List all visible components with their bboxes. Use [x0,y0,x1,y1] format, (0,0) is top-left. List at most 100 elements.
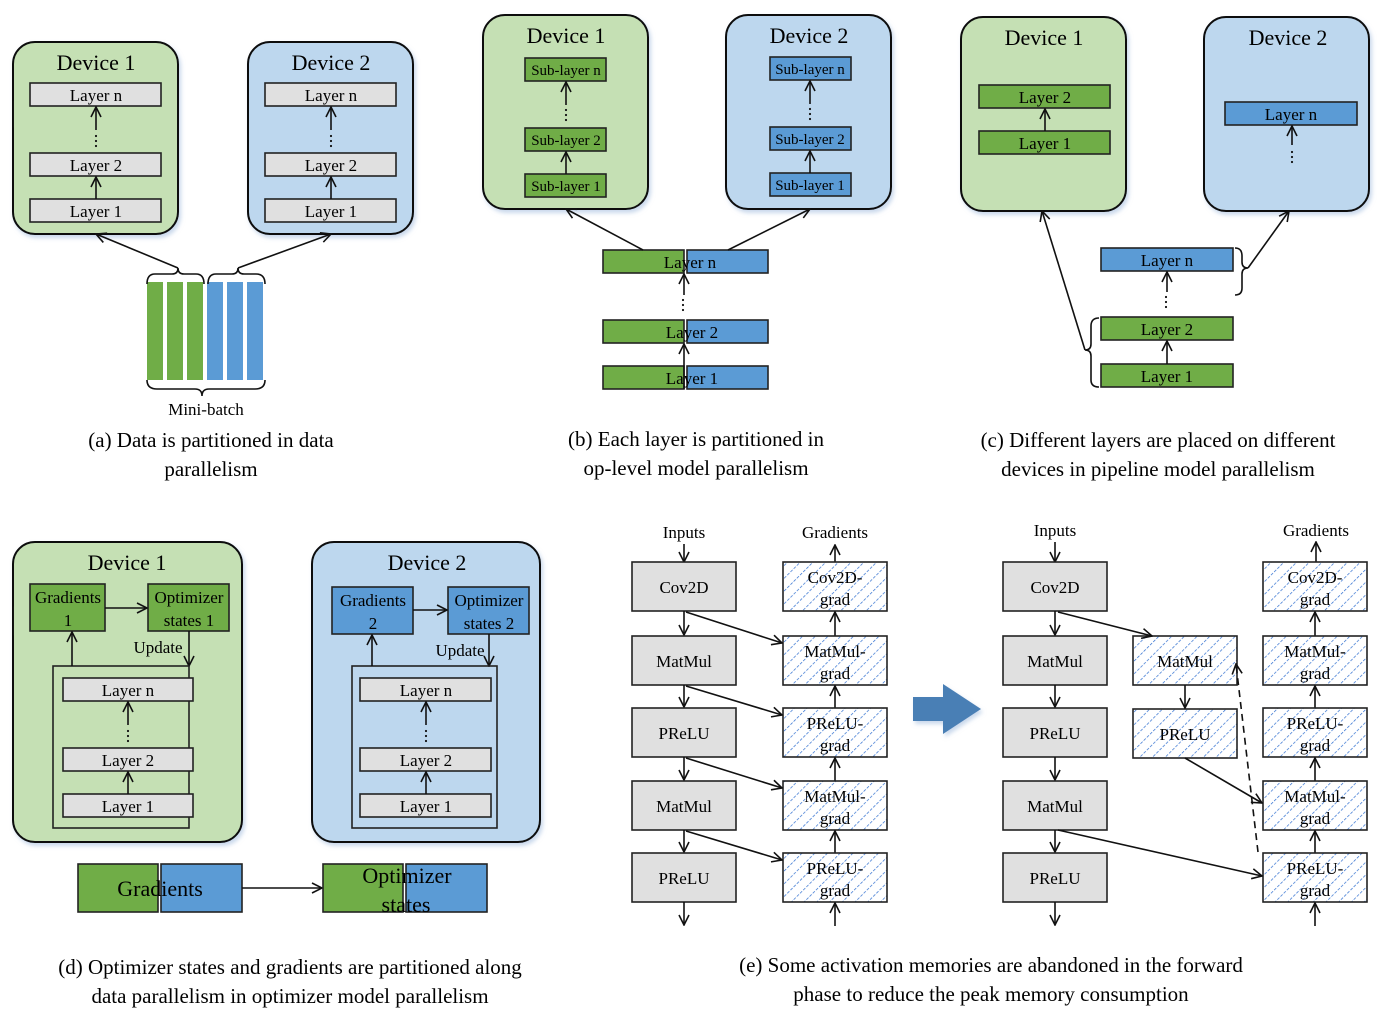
panel-c-pipeline-parallelism: Device 1 Layer 2 Layer 1 Device 2 Layer … [960,16,1370,481]
forward-op-label: MatMul [1027,797,1083,816]
layer-2-label: Layer 2 [305,156,357,175]
grad-op-label-line1: Cov2D- [808,568,863,587]
device-2-title: Device 2 [770,23,849,48]
grad-op-cov2dgrad-box [782,561,888,612]
layer-n-label: Layer n [400,681,453,700]
ellipsis-icon [808,107,812,121]
optimizer-states-1-box [147,583,230,632]
recompute-matmul-label: MatMul [1157,652,1213,671]
layer-1-label: Layer 1 [70,202,122,221]
ellipsis-icon [681,298,685,312]
caption-e-line1: (e) Some activation memories are abandon… [739,953,1243,977]
forward-op-label: MatMul [656,797,712,816]
grad-op-matmulgrad-box [782,635,888,686]
sub-layer-n-label: Sub-layer n [775,62,845,78]
layer-n-label: Layer n [664,253,717,272]
device-1-title: Device 1 [57,50,136,75]
green-sample [187,282,203,380]
forward-op-label: MatMul [656,652,712,671]
grad-op-label-line2: grad [1300,809,1331,828]
layer-2-label: Layer 2 [1019,88,1071,107]
grad-op-label-line1: PReLU- [1287,714,1344,733]
grad-op-matmulgrad-box [782,780,888,831]
minibatch-label: Mini-batch [168,400,244,419]
grad-op-label-line2: grad [820,664,851,683]
layer-2-blue-half [686,319,769,344]
arrow-to-device-2 [237,234,331,269]
layer-2-green-half [602,319,685,344]
caption-b-line2: op-level model parallelism [583,456,808,480]
grad-op-label-line1: MatMul- [1284,787,1346,806]
grad-op-prelugrad-box [782,852,888,903]
layer-2-label: Layer 2 [102,751,154,770]
optimizer-states-label-line1: Optimizer [362,863,452,888]
ellipsis-icon [94,134,98,148]
layer-n-label: Layer n [305,86,358,105]
grad-ops-column: Cov2D-gradMatMul-gradPReLU-gradMatMul-gr… [782,561,888,926]
gradients-green-half [77,863,159,913]
sub-layer-n-label: Sub-layer n [531,63,601,79]
grad-op-label-line1: PReLU- [807,714,864,733]
arrow-to-device-1 [566,209,644,251]
grad-op-label-line2: grad [1300,736,1331,755]
grad-op-label-line1: MatMul- [804,787,866,806]
forward-op-cov2d-box [631,561,737,612]
activation-link-arrow [685,830,782,860]
device-1-title: Device 1 [88,550,167,575]
transition-arrow-icon [913,684,981,734]
grad-op-prelugrad-box [1262,707,1368,758]
inputs-label: Inputs [663,523,706,542]
caption-d-line2: data parallelism in optimizer model para… [91,984,488,1008]
forward-op-prelu-box [1002,852,1108,903]
forward-op-label: MatMul [1027,652,1083,671]
caption-a-line1: (a) Data is partitioned in data [88,428,334,452]
layer-n-label: Layer n [70,86,123,105]
forward-op-label: PReLU [659,869,710,888]
layer-1-label: Layer 1 [305,202,357,221]
arrow-matmul-to-prelu-grad [1057,829,1262,876]
layer-2-label: Layer 2 [666,323,718,342]
caption-c-line1: (c) Different layers are placed on diffe… [981,428,1336,452]
forward-op-cov2d-box [1002,561,1108,612]
grad-ops-column: Cov2D-gradMatMul-gradPReLU-gradMatMul-gr… [1262,561,1368,926]
model-container [52,665,190,829]
gradients-1-label-line1: Gradients [35,588,101,607]
panel-d-optimizer-parallelism: Device 1 Gradients 1 Optimizer states 1 … [12,541,541,1008]
grad-op-label-line1: PReLU- [1287,859,1344,878]
top-brace-left [146,267,205,285]
arrow-prelu-to-matmul-grad [1184,757,1262,803]
gradients-blue-half [160,863,243,913]
forward-op-label: Cov2D [1030,578,1079,597]
ellipsis-icon [564,108,568,122]
ellipsis-icon [1290,150,1294,164]
bottom-brace [146,379,266,397]
layer-2-label: Layer 2 [70,156,122,175]
inputs-label: Inputs [1034,521,1077,540]
arrow-cov2d-to-recompute [1057,611,1152,636]
update-label: Update [133,638,182,657]
gradients-2-label-line2: 2 [369,614,378,633]
ellipsis-icon [424,729,428,743]
brace-device-1 [1084,317,1100,388]
optimizer-states-label-line2: states [382,892,431,917]
forward-op-matmul-box [1002,780,1108,831]
caption-e-line2: phase to reduce the peak memory consumpt… [793,982,1189,1006]
forward-op-prelu-box [1002,707,1108,758]
activation-link-arrow [685,611,782,643]
layer-1-label: Layer 1 [400,797,452,816]
layer-2-label: Layer 2 [400,751,452,770]
forward-op-matmul-box [631,635,737,686]
ellipsis-icon [126,729,130,743]
update-label: Update [435,641,484,660]
optimizer-states-green-half [322,863,404,913]
caption-a-line2: parallelism [164,457,257,481]
panel-a-data-parallelism: Device 1 Layer n Layer 2 Layer 1 Device … [12,41,414,481]
sub-layer-2-label: Sub-layer 2 [775,132,845,148]
panel-e-recomputation: Inputs Gradients Cov2DMatMulPReLUMatMulP… [631,521,1368,1006]
layer-n-label: Layer n [102,681,155,700]
layer-2-label: Layer 2 [1141,320,1193,339]
forward-op-label: PReLU [1030,724,1081,743]
device-1-title: Device 1 [1005,25,1084,50]
layer-n-blue-half [686,249,769,274]
